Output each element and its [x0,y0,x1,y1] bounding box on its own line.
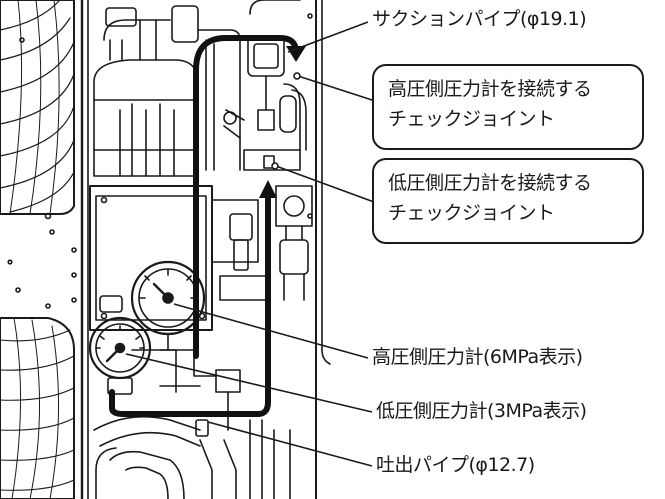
fan-grille-lower [0,259,75,499]
leader-high-check [297,75,373,101]
discharge-flow-line [109,193,271,417]
discharge-pipe-label: 吐出パイプ(φ12.7) [376,454,535,476]
leader-lines [125,21,375,467]
leader-discharge [207,421,373,467]
low-check-joint-callout: 低圧側圧力計を接続する チェックジョイント [372,158,644,244]
leader-low-check [275,165,375,203]
suction-arrow-head-icon [286,46,306,62]
manifold [131,349,241,431]
low-pressure-gauge [88,295,152,395]
high-gauge-label: 高圧側圧力計(6MPa表示) [372,346,583,368]
low-check-line-1: 低圧側圧力計を接続する [388,172,592,194]
leader-suction [287,21,369,53]
flow-arrows [109,35,299,417]
low-check-line-2: チェックジョイント [388,202,555,224]
cabinet-frame [71,0,331,499]
high-check-line-2: チェックジョイント [388,108,555,130]
suction-pipe-label: サクションパイプ(φ19.1) [372,8,587,30]
suction-flow-line [193,35,299,359]
high-check-joint-callout: 高圧側圧力計を接続する チェックジョイント [372,64,644,150]
service-valves [275,185,313,301]
piping-upper [119,0,307,177]
mounting-plate [89,185,271,331]
low-gauge-label: 低圧側圧力計(3MPa表示) [376,400,587,422]
leader-high-gauge [173,303,369,359]
high-check-line-1: 高圧側圧力計を接続する [388,78,592,100]
fan-grille-upper [0,0,75,235]
piping-lower [93,415,291,499]
leader-low-gauge [125,353,373,413]
discharge-arrow-head-icon [259,180,277,198]
